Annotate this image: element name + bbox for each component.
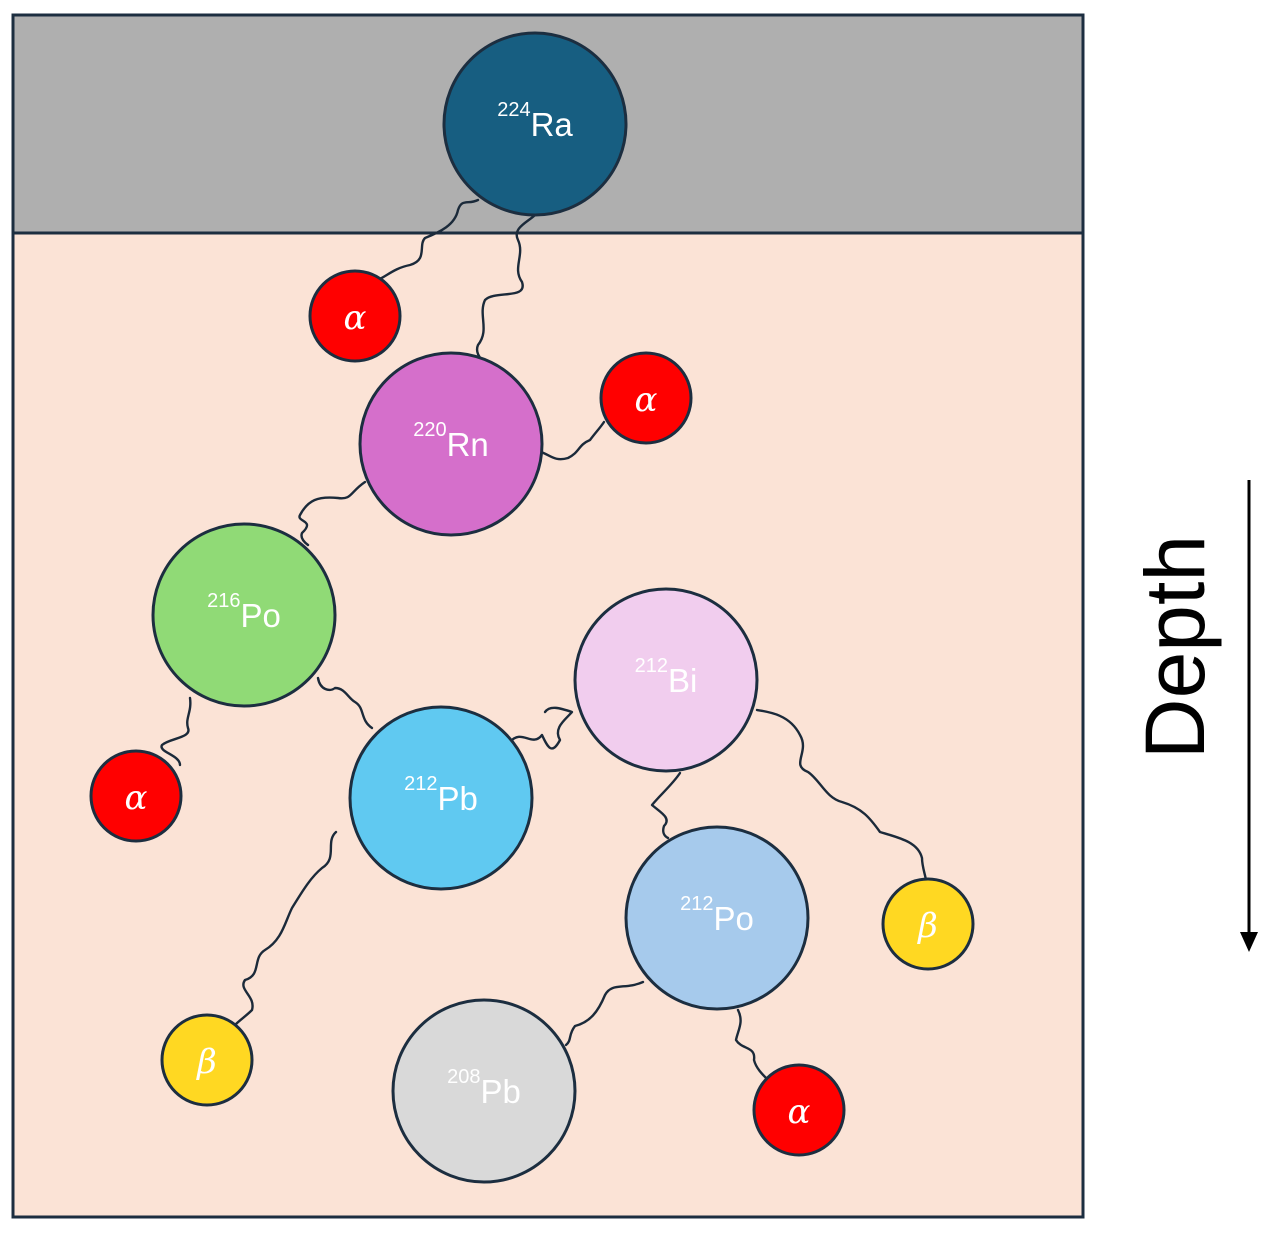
path-po216-to-alpha-3: [160, 696, 192, 767]
po212-mass-number: 212: [680, 893, 713, 915]
path-po212-to-pb208: [564, 980, 645, 1047]
pb212-symbol: Pb: [438, 780, 478, 817]
po212-symbol: Po: [714, 900, 754, 937]
beta-1-symbol: β: [195, 1042, 217, 1082]
nuclide-ra224: 224Ra: [442, 31, 628, 217]
bi212-mass-number: 212: [635, 655, 668, 677]
alpha-4-symbol: α: [788, 1092, 811, 1132]
path-po212-to-alpha-4: [734, 1008, 770, 1082]
trajectory-paths: [160, 198, 928, 1082]
path-rn220-to-po216: [298, 480, 367, 547]
path-pb212-to-beta-1: [234, 830, 338, 1026]
ra224-symbol: Ra: [531, 106, 574, 143]
path-ra224-to-rn220: [475, 213, 537, 362]
nuclide-pb208: 208Pb: [391, 998, 577, 1184]
nuclide-po216: 216Po: [151, 522, 337, 708]
svg-text:220Rn: 220Rn: [413, 419, 489, 463]
ra224-mass-number: 224: [497, 99, 530, 121]
path-pb212-to-bi212: [508, 706, 574, 750]
alpha-3-symbol: α: [125, 778, 148, 818]
depth-axis: Depth: [1128, 480, 1258, 952]
alpha-1-symbol: α: [344, 298, 367, 338]
particle-beta-2: β: [881, 877, 975, 971]
beta-2-symbol: β: [916, 906, 938, 946]
bi212-symbol: Bi: [668, 662, 697, 699]
svg-text:212Po: 212Po: [680, 893, 754, 937]
svg-text:224Ra: 224Ra: [497, 99, 573, 143]
pb208-symbol: Pb: [481, 1073, 521, 1110]
particle-alpha-2: α: [599, 351, 693, 445]
svg-text:212Bi: 212Bi: [635, 655, 698, 699]
path-po216-to-pb212: [316, 676, 374, 730]
particle-beta-1: β: [160, 1013, 254, 1107]
rn220-mass-number: 220: [413, 419, 446, 441]
nuclide-po212: 212Po: [624, 825, 810, 1011]
svg-text:208Pb: 208Pb: [447, 1066, 521, 1110]
depth-arrow-head: [1240, 932, 1258, 952]
path-rn220-to-alpha-2: [539, 420, 606, 461]
path-bi212-to-po212: [650, 771, 682, 840]
nuclide-rn220: 220Rn: [358, 351, 544, 537]
diagram-frame: [11, 13, 1085, 1219]
pb208-mass-number: 208: [447, 1066, 480, 1088]
particle-alpha-1: α: [308, 269, 402, 363]
path-bi212-to-beta-2: [755, 708, 928, 882]
svg-text:212Pb: 212Pb: [404, 773, 478, 817]
pb212-mass-number: 212: [404, 773, 437, 795]
particle-alpha-3: α: [89, 749, 183, 843]
rn220-symbol: Rn: [447, 426, 489, 463]
particle-alpha-4: α: [752, 1063, 846, 1157]
po216-mass-number: 216: [207, 590, 240, 612]
nuclide-pb212: 212Pb: [348, 705, 534, 891]
alpha-2-symbol: α: [635, 380, 658, 420]
path-ra224-to-alpha-1: [376, 198, 480, 282]
po216-symbol: Po: [241, 597, 281, 634]
nuclide-bi212: 212Bi: [573, 587, 759, 773]
depth-label: Depth: [1128, 535, 1222, 759]
svg-text:216Po: 216Po: [207, 590, 281, 634]
